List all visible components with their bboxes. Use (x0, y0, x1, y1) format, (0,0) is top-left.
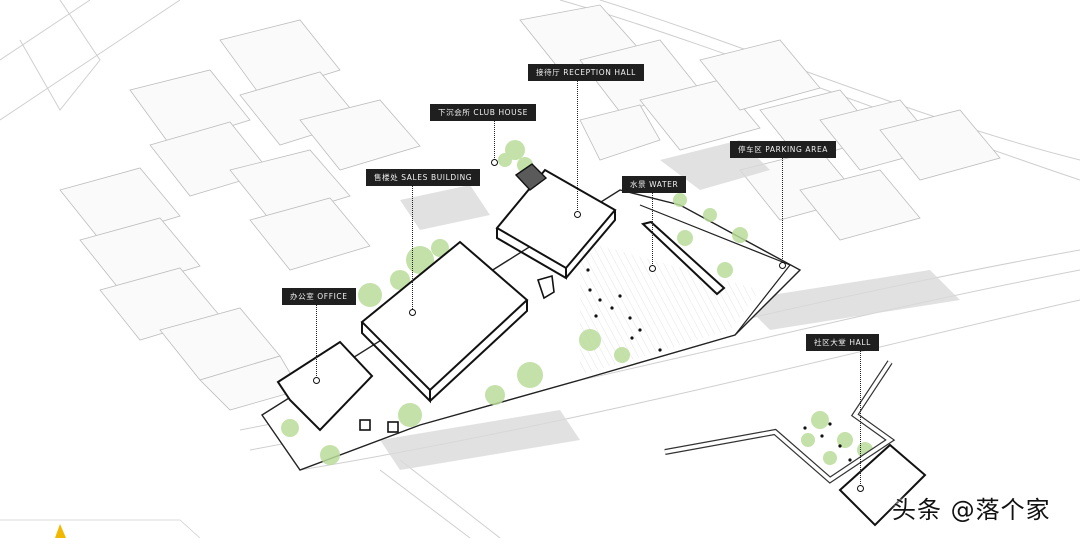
residential-blocks-west (59, 19, 421, 411)
label-parking-area: 停车区 PARKING AREA (730, 141, 837, 158)
leader-parking (782, 153, 783, 265)
label-club-house: 下沉会所 CLUB HOUSE (430, 104, 536, 121)
label-sales-building: 售楼处 SALES BUILDING (366, 169, 481, 186)
pin-sales (409, 309, 416, 316)
office-building (276, 340, 374, 432)
corner-accent-mark (0, 519, 201, 538)
site-platform (261, 189, 802, 471)
label-reception-hall: 接待厅 RECEPTION HALL (528, 64, 644, 81)
small-structures (359, 274, 555, 433)
leader-reception (577, 78, 578, 214)
pin-clubhouse (491, 159, 498, 166)
pin-office (313, 377, 320, 384)
water-feature (640, 220, 726, 296)
label-water: 水景 WATER (622, 176, 687, 193)
label-community-hall: 社区大堂 HALL (806, 334, 879, 351)
pin-reception (574, 211, 581, 218)
leader-office (316, 300, 317, 380)
leader-clubhouse (494, 117, 495, 162)
sales-building (360, 240, 529, 404)
watermark-text: 头条 @落个家 (892, 496, 1051, 524)
label-office: 办公室 OFFICE (282, 288, 356, 305)
pin-water (649, 265, 656, 272)
reception-hall-building (495, 168, 617, 280)
pin-parking (779, 262, 786, 269)
residential-blocks-east (519, 4, 1001, 241)
pin-hall (857, 485, 864, 492)
trees (281, 140, 873, 465)
leader-sales (412, 181, 413, 311)
leader-hall (860, 346, 861, 488)
club-house-building (514, 163, 548, 191)
plaza-dots (586, 268, 662, 352)
leader-water (652, 188, 653, 268)
community-hall (664, 360, 927, 527)
